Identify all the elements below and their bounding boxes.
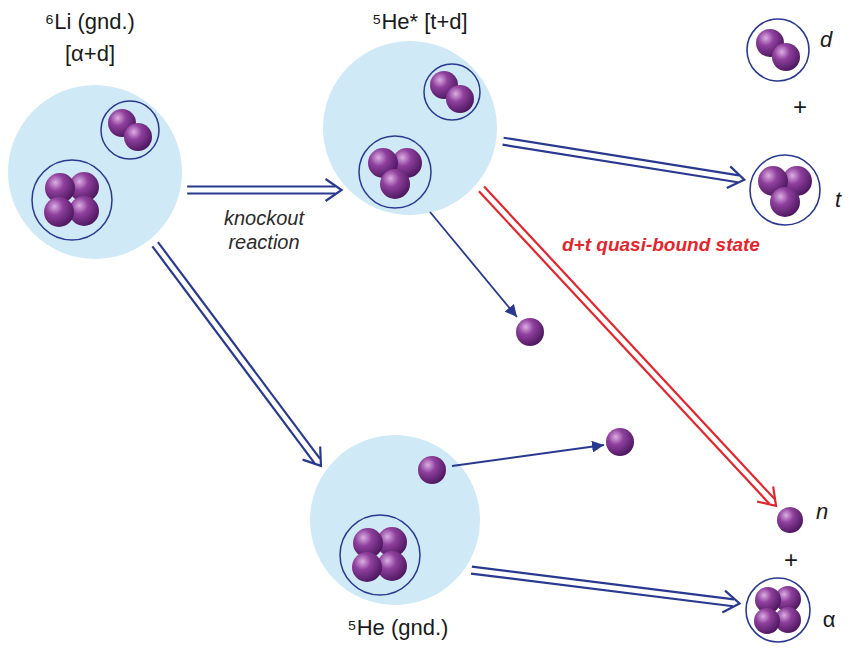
reaction-arrow <box>187 179 341 201</box>
arrow-stroke <box>152 246 314 463</box>
nucleus-circle <box>750 155 820 225</box>
arrow-stroke <box>484 187 774 499</box>
arrow-stroke <box>757 486 776 505</box>
arrow-stroke <box>187 185 335 187</box>
neutron <box>606 428 634 456</box>
arrow-stroke <box>471 574 733 607</box>
particle-label: n <box>816 499 828 525</box>
reaction-arrow <box>471 567 740 613</box>
nucleus-node: ⁵He* [t+d] <box>322 40 498 216</box>
nucleus-circle <box>777 507 803 533</box>
nucleon <box>124 123 152 151</box>
nucleus-circle <box>747 19 809 81</box>
reaction-arrow <box>152 242 321 466</box>
reaction-arrow <box>503 138 745 188</box>
arrow-stroke <box>187 192 335 194</box>
nucleus-outline <box>745 577 811 643</box>
emission-arrow <box>452 445 604 466</box>
nucleus-node: ⁵He (gnd.) <box>309 434 481 606</box>
arrow-stroke <box>727 166 745 188</box>
nucleus-circle <box>323 41 497 215</box>
nucleus-outline <box>322 40 498 216</box>
arrow-stroke <box>326 179 342 201</box>
arrow-stroke <box>722 591 739 613</box>
plus-sign: + <box>784 546 798 575</box>
nucleus-label: [α+d] <box>65 41 115 67</box>
nucleus-node: d <box>746 18 810 82</box>
nucleon <box>352 552 382 582</box>
nucleus-outline <box>776 506 804 534</box>
knockout-arrow <box>430 212 517 317</box>
arrow-stroke <box>158 242 320 459</box>
nucleus-node: n <box>776 506 804 534</box>
nucleus-outline <box>7 84 183 260</box>
particle-label: d <box>820 27 832 53</box>
nucleus-outline <box>746 18 810 82</box>
nucleus-node: ⁶Li (gnd.)[α+d] <box>7 84 183 260</box>
arrow-stroke <box>504 138 739 176</box>
neutron <box>516 318 544 346</box>
arrow-stroke <box>479 191 769 503</box>
arrow-stroke <box>303 446 321 465</box>
reaction-arrow <box>479 187 776 506</box>
nucleon <box>772 43 800 71</box>
nucleus-circle <box>746 578 810 642</box>
nucleus-circle <box>310 435 480 605</box>
nucleon <box>446 85 474 113</box>
nucleus-outline <box>309 434 481 606</box>
plus-sign: + <box>793 93 807 122</box>
arrow-stroke <box>472 567 734 600</box>
nucleus-node: t <box>749 154 821 226</box>
nucleon <box>754 608 780 634</box>
nucleus-circle <box>8 85 182 259</box>
reaction-label: d+t quasi-bound state <box>560 234 762 257</box>
nucleus-label: ⁵He* [t+d] <box>372 9 467 35</box>
arrow-stroke <box>503 145 738 183</box>
reaction-label: knockout reaction <box>206 206 322 254</box>
nucleus-label: ⁵He (gnd.) <box>348 615 449 641</box>
particle-label: α <box>823 607 836 633</box>
nucleus-label: ⁶Li (gnd.) <box>45 9 135 35</box>
nucleus-outline <box>749 154 821 226</box>
nucleon <box>380 169 410 199</box>
nucleon <box>770 187 800 217</box>
particle-label: t <box>835 187 841 213</box>
nucleus-node: α <box>745 577 811 643</box>
neutron <box>418 456 446 484</box>
nucleon <box>44 197 74 227</box>
